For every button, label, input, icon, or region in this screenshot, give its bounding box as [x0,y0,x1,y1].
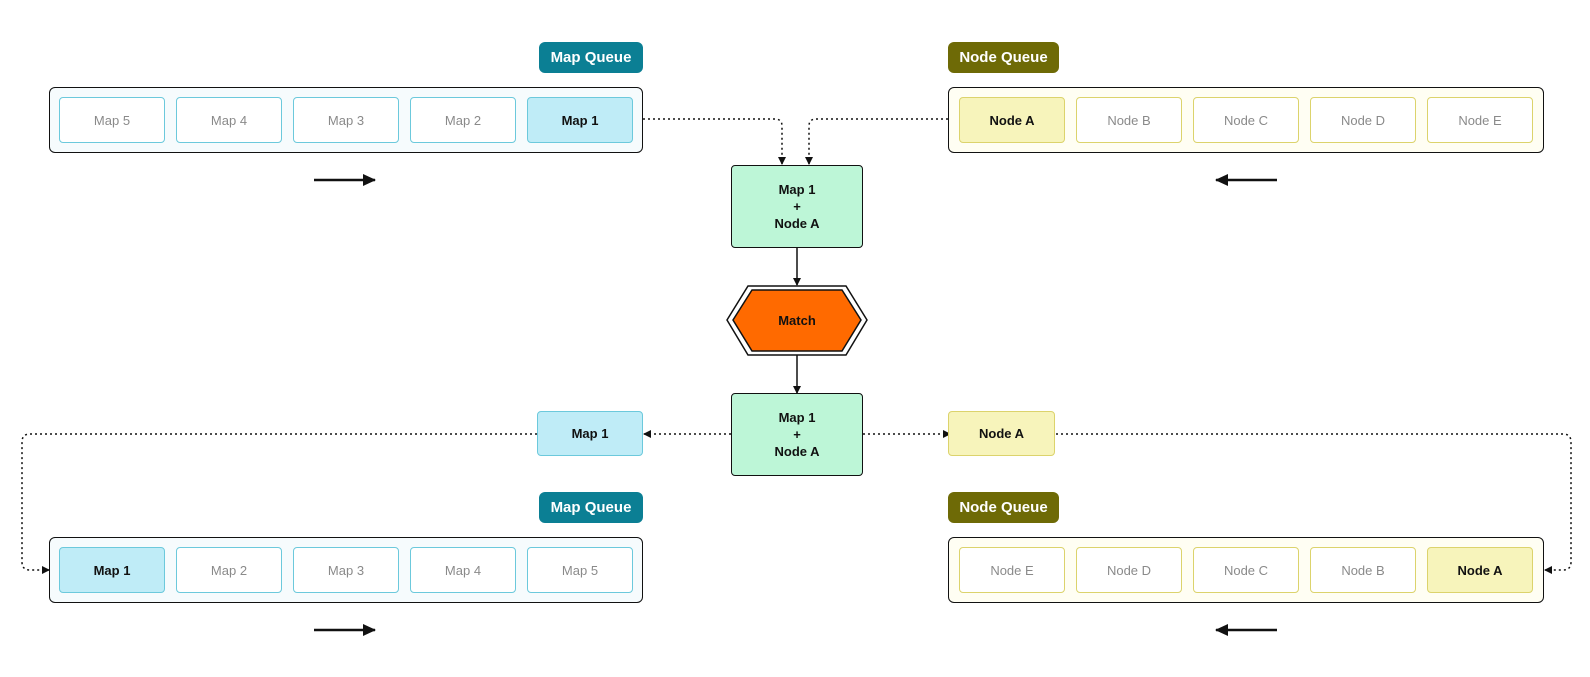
top-map-slot: Map 3 [293,97,399,143]
top-pair-box: Map 1 + Node A [731,165,863,248]
pair-node-label: Node A [774,444,820,459]
map-feed-line [643,118,786,165]
bottom-node-queue-badge: Node Queue [948,492,1059,523]
top-map-slot: Map 4 [176,97,282,143]
match-label: Match [778,313,816,328]
bottom-map-slot: Map 4 [410,547,516,593]
top-node-slot: Node C [1193,97,1299,143]
pair-plus-label: + [793,427,801,442]
top-node-slot: Node B [1076,97,1182,143]
output-map-box: Map 1 [537,411,643,456]
top-node-queue-badge: Node Queue [948,42,1059,73]
bottom-node-slot-active: Node A [1427,547,1533,593]
pair-plus-label: + [793,199,801,214]
bottom-node-slot: Node B [1310,547,1416,593]
pair-map-label: Map 1 [778,410,816,425]
node-feed-line [805,118,948,165]
bottom-pair-box: Map 1 + Node A [731,393,863,476]
bottom-node-slot: Node D [1076,547,1182,593]
top-node-slot-active: Node A [959,97,1065,143]
top-map-queue-badge: Map Queue [539,42,643,73]
top-node-slot: Node D [1310,97,1416,143]
top-map-slot: Map 5 [59,97,165,143]
bottom-node-slot: Node E [959,547,1065,593]
pair-map-label: Map 1 [778,182,816,197]
bottom-map-queue-badge: Map Queue [539,492,643,523]
bottom-map-slot-active: Map 1 [59,547,165,593]
top-map-slot: Map 2 [410,97,516,143]
bottom-map-slot: Map 3 [293,547,399,593]
top-node-slot: Node E [1427,97,1533,143]
bottom-map-slot: Map 2 [176,547,282,593]
bottom-node-slot: Node C [1193,547,1299,593]
pair-node-label: Node A [774,216,820,231]
top-map-slot-active: Map 1 [527,97,633,143]
bottom-map-slot: Map 5 [527,547,633,593]
match-hexagon [726,285,868,356]
output-node-box: Node A [948,411,1055,456]
